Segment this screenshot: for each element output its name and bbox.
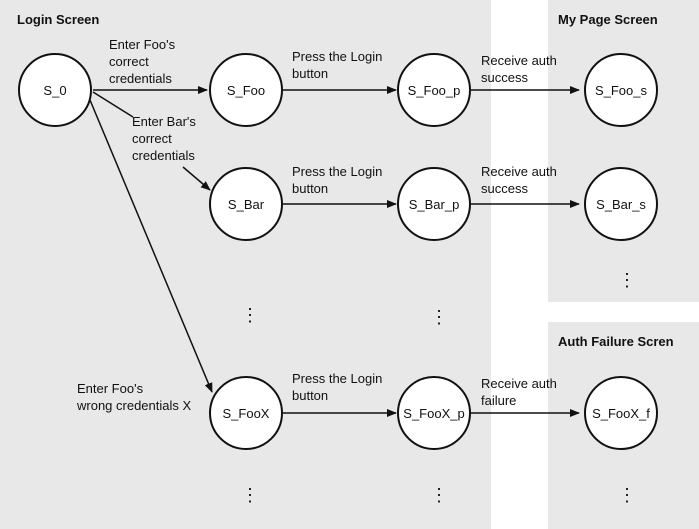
state-s0-label: S_0 bbox=[43, 82, 67, 98]
auth-failure-screen-title: Auth Failure Scren bbox=[558, 334, 674, 349]
edge-label-bar-correct: Enter Bar's correct credentials bbox=[132, 114, 196, 163]
edge-label-auth-success-2: Receive auth success bbox=[481, 164, 557, 196]
edge-label-press-login-2: Press the Login button bbox=[292, 164, 383, 196]
state-sbar-p: S_Bar_p bbox=[397, 167, 471, 241]
edge-bar-label-sbar bbox=[182, 166, 211, 191]
login-screen-title: Login Screen bbox=[17, 12, 100, 27]
ellipsis-col2-bottom: ⋮ bbox=[241, 485, 259, 505]
state-sfoox-p: S_FooX_p bbox=[397, 376, 471, 450]
edge-label-press-login-3: Press the Login button bbox=[292, 371, 383, 403]
edge-label-press-login-1: Press the Login button bbox=[292, 49, 383, 81]
edge-s0-bar-label bbox=[92, 91, 134, 118]
state-sfoo-label: S_Foo bbox=[226, 82, 266, 98]
ellipsis-col3-mid: ⋮ bbox=[430, 307, 448, 327]
edge-label-auth-success-1: Receive auth success bbox=[481, 53, 557, 85]
state-sbar: S_Bar bbox=[209, 167, 283, 241]
state-sfoox: S_FooX bbox=[209, 376, 283, 450]
state-sfoox-label: S_FooX bbox=[222, 405, 270, 421]
state-sfoo-s-label: S_Foo_s bbox=[594, 82, 648, 98]
edge-label-auth-failure: Receive auth failure bbox=[481, 376, 557, 408]
state-sfoo-s: S_Foo_s bbox=[584, 53, 658, 127]
my-page-screen-title: My Page Screen bbox=[558, 12, 658, 27]
ellipsis-col3-bottom: ⋮ bbox=[430, 485, 448, 505]
state-sbar-s: S_Bar_s bbox=[584, 167, 658, 241]
my-page-screen-region bbox=[548, 0, 699, 302]
state-sfoox-f: S_FooX_f bbox=[584, 376, 658, 450]
state-sfoo-p: S_Foo_p bbox=[397, 53, 471, 127]
edge-label-foo-wrong: Enter Foo's wrong credentials X bbox=[77, 381, 192, 413]
state-sbar-p-label: S_Bar_p bbox=[408, 196, 460, 212]
state-sfoox-f-label: S_FooX_f bbox=[592, 405, 650, 421]
state-s0: S_0 bbox=[18, 53, 92, 127]
state-sfoox-p-label: S_FooX_p bbox=[403, 405, 465, 421]
state-sbar-label: S_Bar bbox=[227, 196, 265, 212]
state-sfoo-p-label: S_Foo_p bbox=[407, 82, 461, 98]
state-sfoo: S_Foo bbox=[209, 53, 283, 127]
state-sbar-s-label: S_Bar_s bbox=[596, 196, 646, 212]
edge-label-foo-correct: Enter Foo's correct credentials bbox=[109, 37, 176, 86]
ellipsis-col2-mid: ⋮ bbox=[241, 305, 259, 325]
ellipsis-col4-bottom: ⋮ bbox=[618, 485, 636, 505]
ellipsis-mypage: ⋮ bbox=[618, 270, 636, 290]
edge-s0-sfoox bbox=[89, 99, 213, 393]
